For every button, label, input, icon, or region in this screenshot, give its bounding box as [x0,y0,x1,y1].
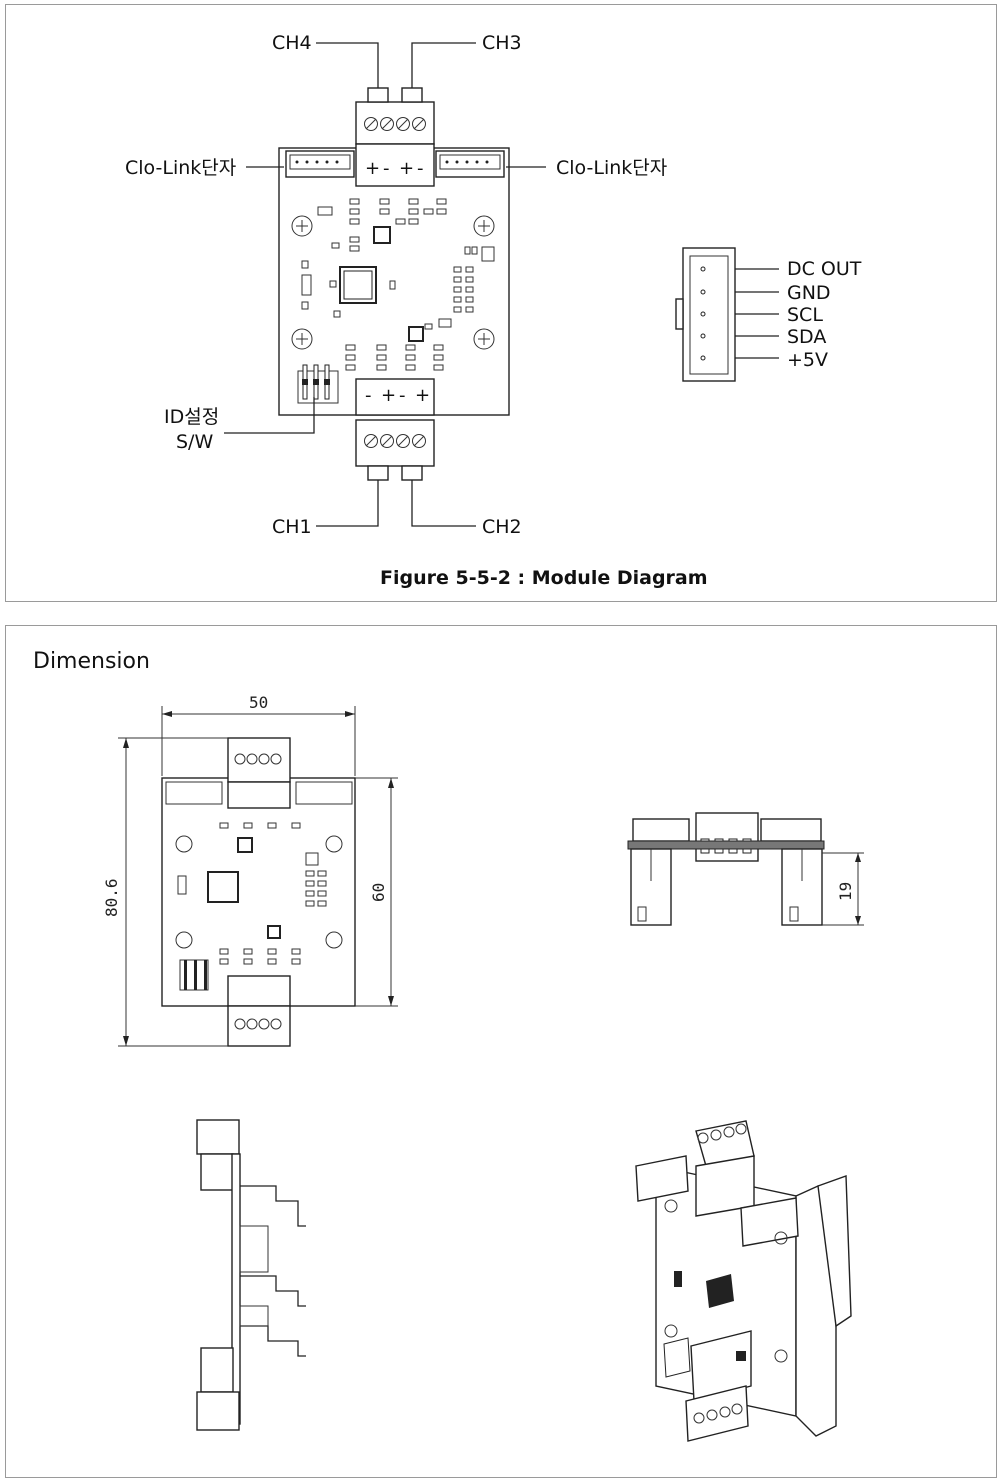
bottom-terminal-pol-3: - [399,385,406,406]
isometric-view-drawing [635,1120,852,1442]
id-dip-switch [297,364,339,404]
top-terminal-pol-4: - [417,158,424,179]
ch1-leader [316,480,379,527]
module-diagram-panel: + - + - - + - + [5,4,997,602]
clolink-connector-left [285,150,355,178]
mounting-hole-icon [291,215,495,350]
id-switch-leader [224,397,315,434]
top-terminal-pol-3: + [399,158,414,179]
front-view-drawing [161,737,356,1047]
dimension-lines [118,706,398,1047]
dim-height-total-label: 80.6 [102,878,121,917]
clolink-right-label: Clo-Link단자 [556,157,667,179]
top-terminal-pol-1: + [365,158,380,179]
ch4-label: CH4 [272,32,312,54]
dimension-title: Dimension [33,649,150,674]
clolink-connector-pinout [675,247,779,382]
dimension-panel: Dimension [5,625,997,1478]
top-terminal-block [355,87,435,187]
dim-width-label: 50 [249,693,268,712]
profile-view-drawing [196,1119,306,1431]
bottom-terminal-pol-4: + [415,385,430,406]
dimension-figure: Dimension [33,649,864,1442]
ic-chip [408,326,424,342]
module-diagram-figure: + - + - - + - + [125,32,862,589]
smd-components [301,198,495,371]
mcu-chip [339,266,377,304]
pin-sda: SDA [787,326,826,348]
ch3-label: CH3 [482,32,522,54]
id-switch-label-1: ID설정 [164,406,219,428]
ch2-label: CH2 [482,516,522,538]
clolink-connector-right [435,150,505,178]
side-view-drawing [627,812,864,926]
bottom-terminal-pol-2: + [381,385,396,406]
ch1-label: CH1 [272,516,312,538]
ic-chip [373,226,391,244]
dim-height-pcb-label: 60 [369,883,388,902]
pin-gnd: GND [787,282,831,304]
id-switch-label-2: S/W [176,431,213,453]
ch4-leader [316,42,379,88]
dim-depth-label: 19 [836,882,855,901]
top-terminal-pol-2: - [383,158,390,179]
ch2-leader [411,480,476,527]
bottom-terminal-block [355,378,435,481]
clolink-left-label: Clo-Link단자 [125,157,236,179]
figure-caption: Figure 5-5-2 : Module Diagram [380,567,708,589]
pin-scl: SCL [787,304,823,326]
pin-dc-out: DC OUT [787,258,862,280]
bottom-terminal-pol-1: - [365,385,372,406]
ch3-leader [411,42,476,88]
pin-5v: +5V [787,349,828,371]
